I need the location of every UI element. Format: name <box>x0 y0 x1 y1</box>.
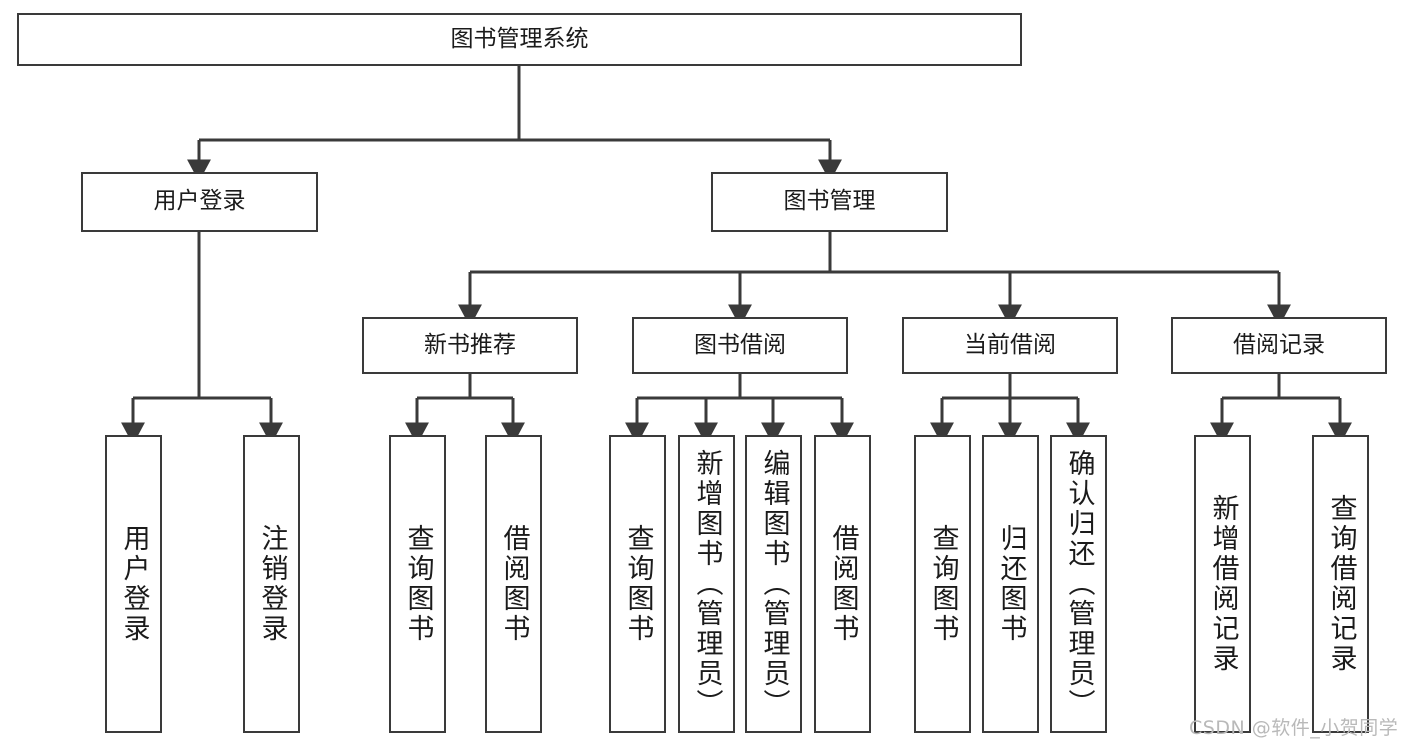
node-label: 用户登录 <box>118 524 150 644</box>
node-label: 当前借阅 <box>964 331 1056 358</box>
leaf-borrow-query-book[interactable]: 查询图书 <box>609 435 666 733</box>
node-current-borrow[interactable]: 当前借阅 <box>902 317 1118 374</box>
node-label: 图书管理系统 <box>450 25 589 52</box>
leaf-borrow-borrow-book[interactable]: 借阅图书 <box>814 435 871 733</box>
node-book-borrow[interactable]: 图书借阅 <box>632 317 848 374</box>
node-label: 查询借阅记录 <box>1325 494 1357 674</box>
node-label: 新增图书（管理员） <box>691 449 723 719</box>
node-label: 查询图书 <box>402 524 434 644</box>
node-user-login[interactable]: 用户登录 <box>81 172 318 232</box>
node-label: 归还图书 <box>995 524 1027 644</box>
leaf-record-query-borrow-record[interactable]: 查询借阅记录 <box>1312 435 1369 733</box>
node-label: 新增借阅记录 <box>1207 494 1239 674</box>
node-borrow-record[interactable]: 借阅记录 <box>1171 317 1387 374</box>
node-label: 新书推荐 <box>424 331 516 358</box>
leaf-record-add-borrow-record[interactable]: 新增借阅记录 <box>1194 435 1251 733</box>
node-label: 确认归还（管理员） <box>1063 449 1095 719</box>
node-label: 图书借阅 <box>694 331 786 358</box>
leaf-user-login-login[interactable]: 用户登录 <box>105 435 162 733</box>
node-label: 注销登录 <box>256 524 288 644</box>
leaf-user-login-logout[interactable]: 注销登录 <box>243 435 300 733</box>
node-label: 借阅记录 <box>1233 331 1325 358</box>
leaf-borrow-edit-book-admin[interactable]: 编辑图书（管理员） <box>745 435 802 733</box>
node-new-book-recommend[interactable]: 新书推荐 <box>362 317 578 374</box>
leaf-current-query-book[interactable]: 查询图书 <box>914 435 971 733</box>
node-label: 查询图书 <box>927 524 959 644</box>
leaf-recommend-borrow-book[interactable]: 借阅图书 <box>485 435 542 733</box>
node-label: 借阅图书 <box>498 524 530 644</box>
node-label: 查询图书 <box>622 524 654 644</box>
watermark: CSDN @软件_小贺同学 <box>1189 717 1399 739</box>
node-label: 用户登录 <box>153 188 246 215</box>
node-label: 图书管理 <box>783 188 876 215</box>
leaf-recommend-query-book[interactable]: 查询图书 <box>389 435 446 733</box>
node-book-management[interactable]: 图书管理 <box>711 172 948 232</box>
node-root-library-management-system[interactable]: 图书管理系统 <box>17 13 1022 66</box>
node-label: 借阅图书 <box>827 524 859 644</box>
node-label: 编辑图书（管理员） <box>758 449 790 719</box>
leaf-borrow-add-book-admin[interactable]: 新增图书（管理员） <box>678 435 735 733</box>
leaf-current-return-book[interactable]: 归还图书 <box>982 435 1039 733</box>
leaf-current-confirm-return-admin[interactable]: 确认归还（管理员） <box>1050 435 1107 733</box>
